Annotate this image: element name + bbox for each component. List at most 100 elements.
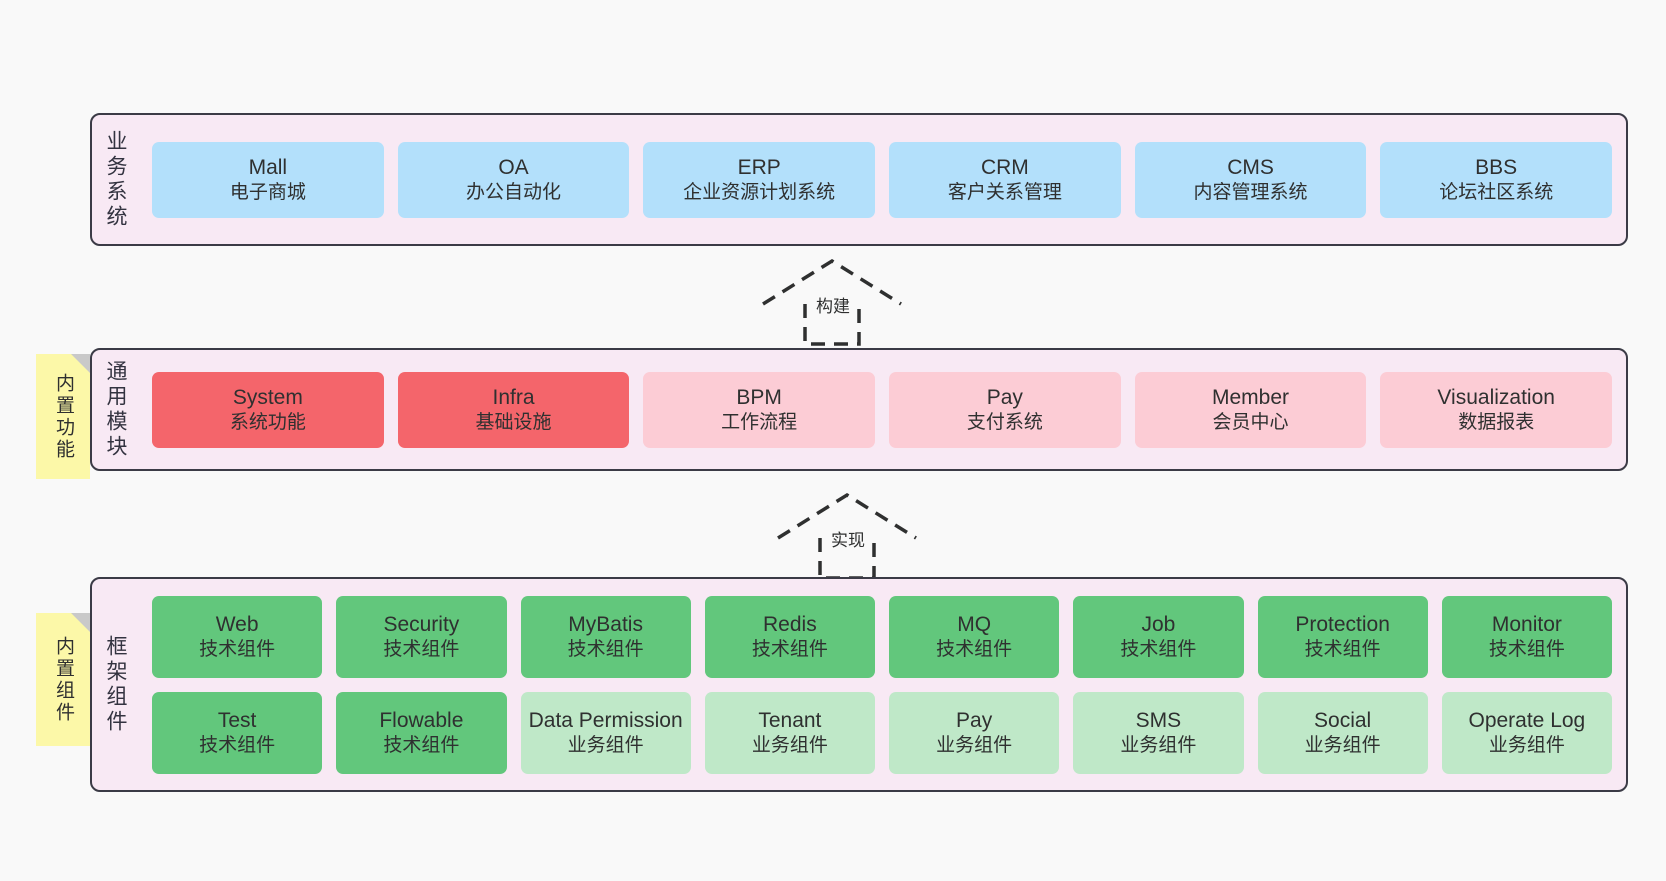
card-flowable-desc: 技术组件	[383, 734, 460, 756]
card-flowable-name: Flowable	[379, 708, 464, 732]
card-visualization-desc: 数据报表	[1458, 411, 1535, 433]
card-pay-component-name: Pay	[956, 708, 993, 732]
card-data-permission[interactable]: Data Permission 业务组件	[520, 691, 691, 774]
card-tenant[interactable]: Tenant 业务组件	[704, 691, 875, 774]
generalization-arrowhead-icon	[777, 492, 917, 540]
card-mall-name: Mall	[248, 155, 288, 179]
card-infra[interactable]: Infra 基础设施	[397, 371, 630, 448]
card-cms[interactable]: CMS 内容管理系统	[1134, 141, 1367, 218]
card-tenant-desc: 业务组件	[751, 734, 828, 756]
card-oa[interactable]: OA 办公自动化	[397, 141, 630, 218]
card-pay-component[interactable]: Pay 业务组件	[889, 691, 1060, 774]
card-pay-module[interactable]: Pay 支付系统	[889, 371, 1121, 448]
card-cms-name: CMS	[1227, 155, 1274, 179]
card-flowable[interactable]: Flowable 技术组件	[336, 691, 507, 774]
card-bpm-name: BPM	[736, 385, 782, 409]
card-job[interactable]: Job 技术组件	[1073, 595, 1244, 678]
card-protection[interactable]: Protection 技术组件	[1257, 595, 1428, 678]
note-fold-icon	[71, 354, 90, 373]
card-social-name: Social	[1314, 708, 1372, 732]
card-sms[interactable]: SMS 业务组件	[1073, 691, 1244, 774]
card-data-permission-desc: 业务组件	[567, 734, 644, 756]
card-pay-module-desc: 支付系统	[966, 411, 1043, 433]
note-builtin-components-label: 内置组件	[52, 635, 74, 724]
framework-tech-row: Web 技术组件 Security 技术组件 MyBatis 技术组件 Redi…	[152, 595, 1612, 678]
card-member[interactable]: Member 会员中心	[1134, 371, 1367, 448]
card-job-desc: 技术组件	[1120, 638, 1197, 660]
card-social[interactable]: Social 业务组件	[1257, 691, 1428, 774]
framework-business-row: Test 技术组件 Flowable 技术组件 Data Permission …	[152, 691, 1612, 774]
layer-common-body: System 系统功能 Infra 基础设施 BPM 工作流程 Pay 支付系统…	[138, 350, 1626, 469]
card-security-name: Security	[383, 612, 460, 636]
card-mq-desc: 技术组件	[936, 638, 1013, 660]
card-data-permission-name: Data Permission	[528, 708, 683, 732]
card-redis[interactable]: Redis 技术组件	[704, 595, 875, 678]
card-mq-name: MQ	[957, 612, 992, 636]
card-mybatis-name: MyBatis	[568, 612, 643, 636]
card-crm-name: CRM	[980, 155, 1029, 179]
card-social-desc: 业务组件	[1304, 734, 1381, 756]
card-protection-name: Protection	[1295, 612, 1390, 636]
card-web-name: Web	[215, 612, 259, 636]
card-system-name: System	[232, 385, 303, 409]
card-pay-module-name: Pay	[986, 385, 1023, 409]
connector-implement: 实现	[760, 490, 935, 580]
card-member-name: Member	[1212, 385, 1290, 409]
layer-business-systems: 业务系统 Mall 电子商城 OA 办公自动化 ERP 企业资源计划系统 CRM…	[90, 113, 1628, 246]
card-tenant-name: Tenant	[758, 708, 822, 732]
card-oa-desc: 办公自动化	[466, 181, 562, 203]
card-security[interactable]: Security 技术组件	[336, 595, 507, 678]
card-member-desc: 会员中心	[1212, 411, 1289, 433]
card-system[interactable]: System 系统功能	[152, 371, 384, 448]
card-operate-log-name: Operate Log	[1468, 708, 1586, 732]
card-redis-name: Redis	[763, 612, 817, 636]
note-builtin-components: 内置组件	[36, 613, 90, 746]
card-infra-name: Infra	[492, 385, 535, 409]
card-test[interactable]: Test 技术组件	[152, 691, 323, 774]
card-bbs[interactable]: BBS 论坛社区系统	[1380, 141, 1613, 218]
card-sms-desc: 业务组件	[1120, 734, 1197, 756]
card-web-desc: 技术组件	[199, 638, 276, 660]
layer-framework-title: 框架组件	[104, 634, 128, 735]
common-card-row: System 系统功能 Infra 基础设施 BPM 工作流程 Pay 支付系统…	[152, 371, 1613, 448]
connector-implement-label: 实现	[828, 526, 868, 551]
card-crm-desc: 客户关系管理	[947, 181, 1062, 203]
card-monitor[interactable]: Monitor 技术组件	[1441, 595, 1612, 678]
card-system-desc: 系统功能	[229, 411, 306, 433]
card-test-name: Test	[217, 708, 257, 732]
layer-common-title: 通用模块	[104, 359, 128, 460]
card-test-desc: 技术组件	[199, 734, 276, 756]
layer-common-modules: 通用模块 System 系统功能 Infra 基础设施 BPM 工作流程 Pay…	[90, 348, 1628, 471]
card-sms-name: SMS	[1135, 708, 1182, 732]
card-operate-log[interactable]: Operate Log 业务组件	[1441, 691, 1612, 774]
card-monitor-name: Monitor	[1491, 612, 1562, 636]
connector-build: 构建	[745, 256, 920, 346]
card-mybatis-desc: 技术组件	[567, 638, 644, 660]
connector-implement-svg	[777, 492, 917, 580]
card-erp[interactable]: ERP 企业资源计划系统	[643, 141, 876, 218]
layer-business-body: Mall 电子商城 OA 办公自动化 ERP 企业资源计划系统 CRM 客户关系…	[138, 115, 1626, 244]
card-infra-desc: 基础设施	[475, 411, 552, 433]
card-crm[interactable]: CRM 客户关系管理	[889, 141, 1121, 218]
card-mq[interactable]: MQ 技术组件	[889, 595, 1060, 678]
card-bbs-desc: 论坛社区系统	[1439, 181, 1554, 203]
card-visualization[interactable]: Visualization 数据报表	[1380, 371, 1613, 448]
connector-build-svg	[762, 258, 902, 346]
layer-framework-body: Web 技术组件 Security 技术组件 MyBatis 技术组件 Redi…	[138, 579, 1626, 790]
layer-framework-components: 框架组件 Web 技术组件 Security 技术组件 MyBatis 技术组件…	[90, 577, 1628, 792]
card-job-name: Job	[1141, 612, 1176, 636]
card-mybatis[interactable]: MyBatis 技术组件	[520, 595, 691, 678]
card-visualization-name: Visualization	[1437, 385, 1555, 409]
card-protection-desc: 技术组件	[1304, 638, 1381, 660]
card-web[interactable]: Web 技术组件	[152, 595, 323, 678]
card-cms-desc: 内容管理系统	[1193, 181, 1308, 203]
card-oa-name: OA	[498, 155, 529, 179]
card-security-desc: 技术组件	[383, 638, 460, 660]
business-card-row: Mall 电子商城 OA 办公自动化 ERP 企业资源计划系统 CRM 客户关系…	[152, 141, 1613, 218]
card-bpm[interactable]: BPM 工作流程	[643, 371, 876, 448]
card-mall[interactable]: Mall 电子商城	[152, 141, 384, 218]
connector-build-label: 构建	[813, 292, 853, 317]
card-bbs-name: BBS	[1475, 155, 1518, 179]
card-redis-desc: 技术组件	[751, 638, 828, 660]
